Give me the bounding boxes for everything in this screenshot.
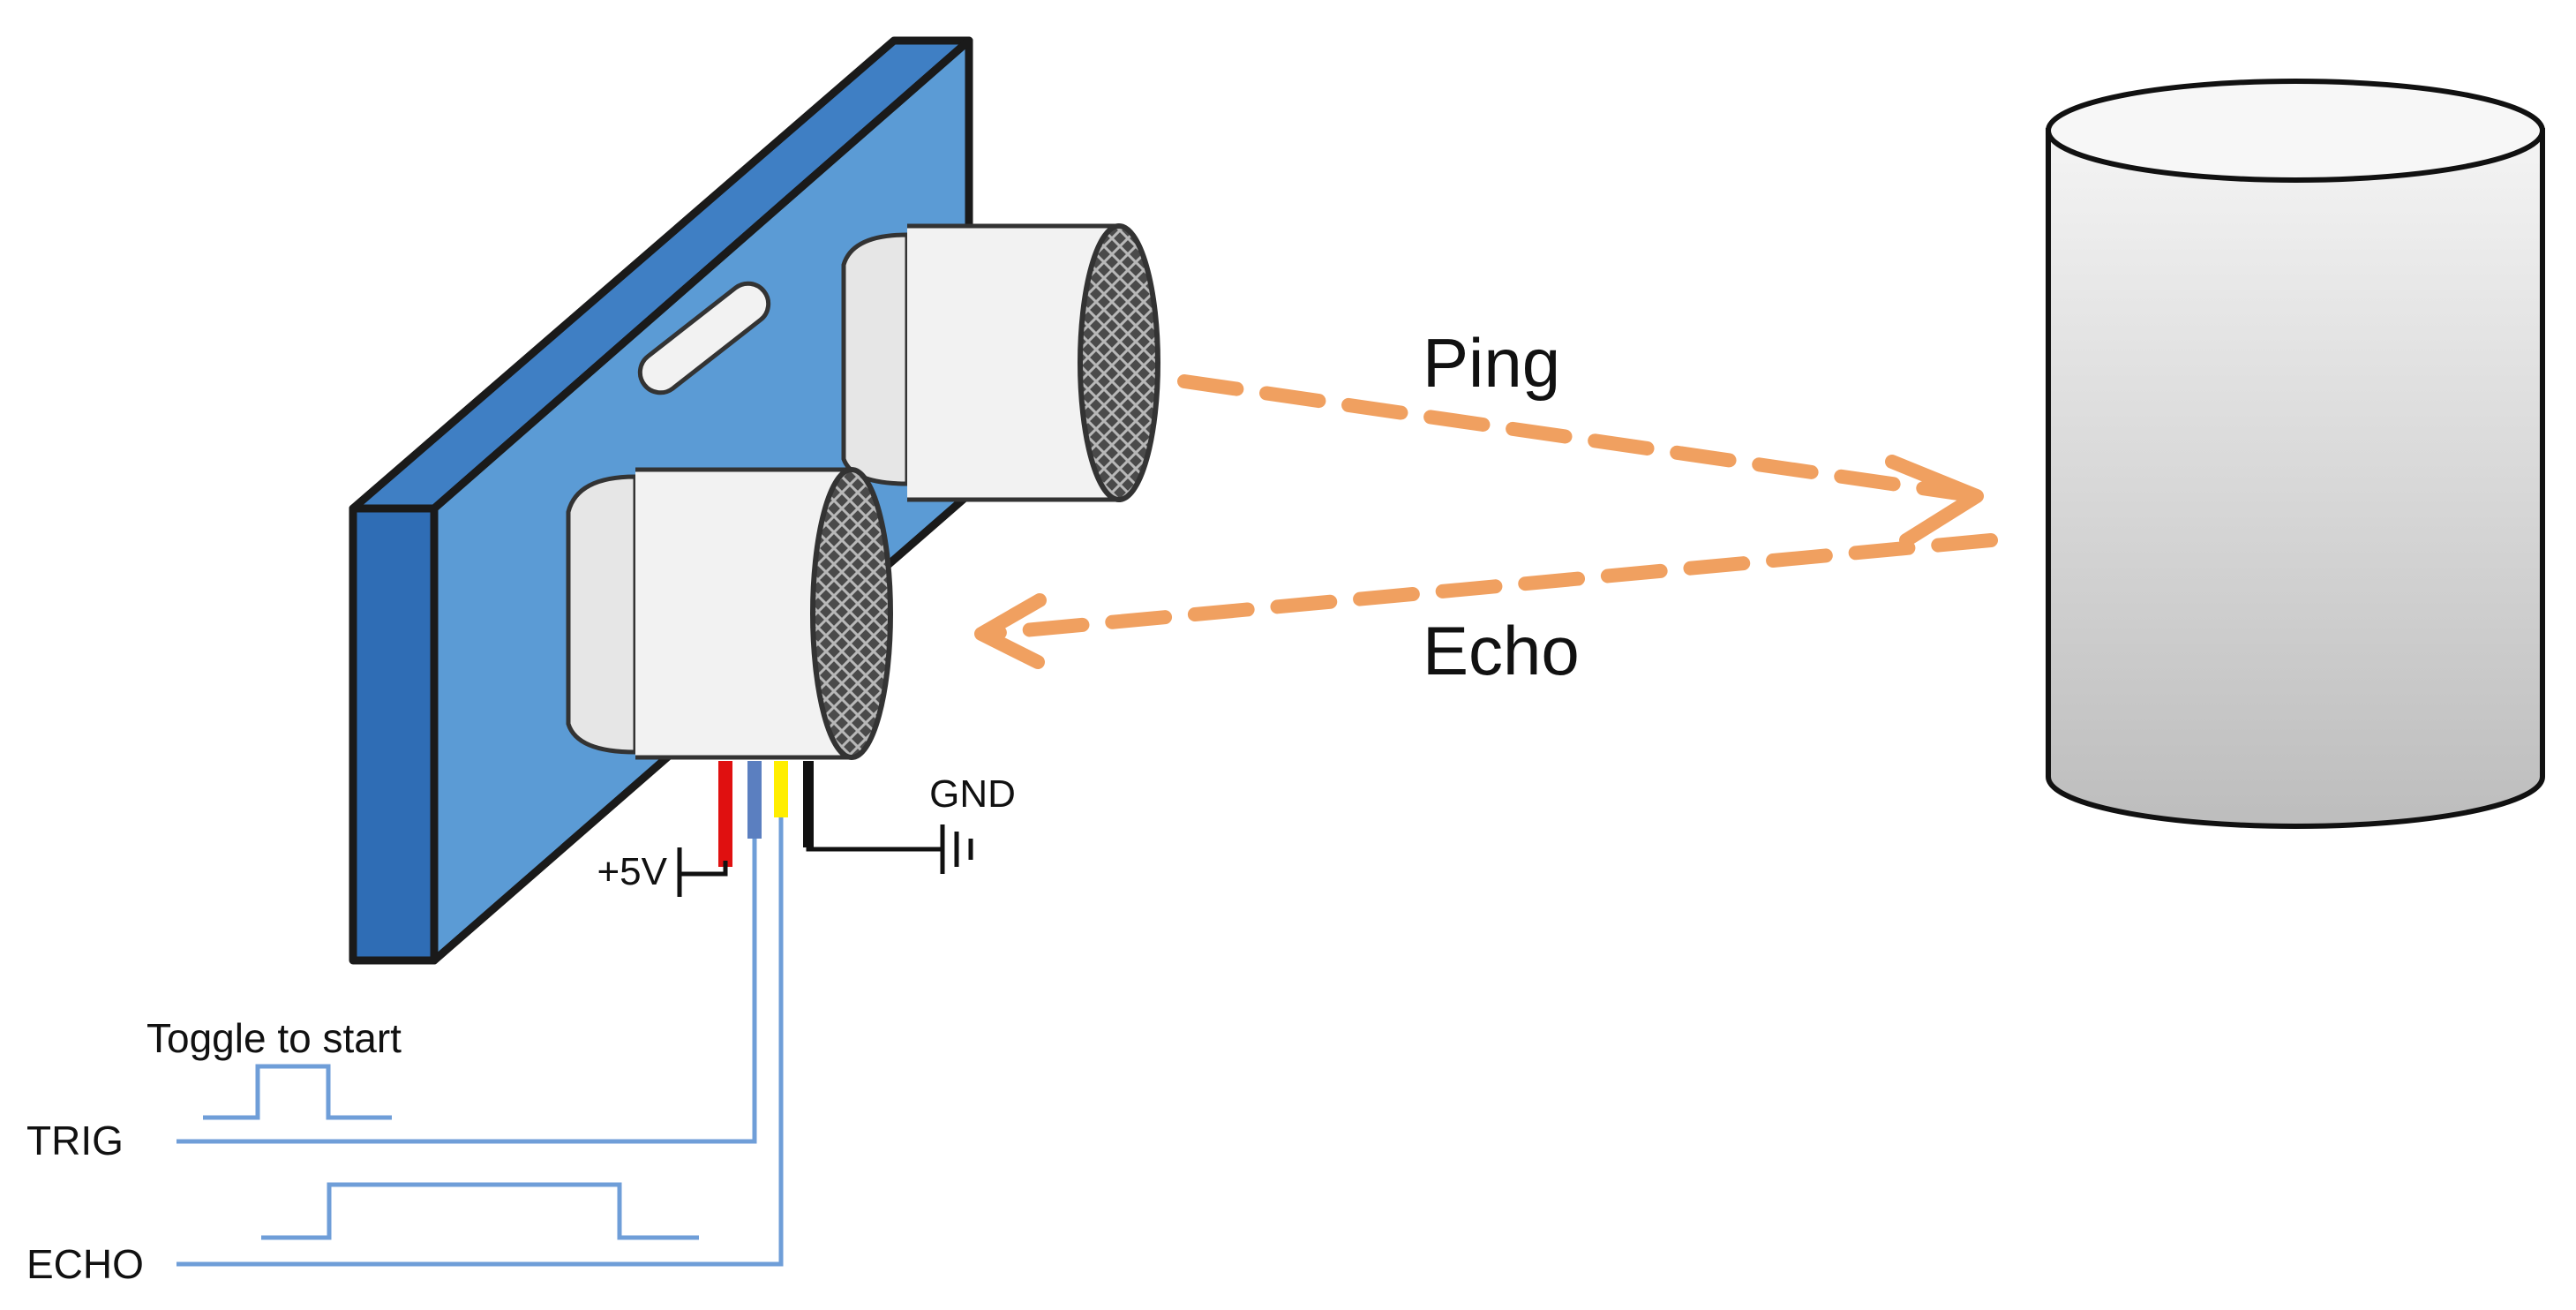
vcc-label: +5V <box>597 850 667 893</box>
vcc-supply <box>677 847 728 897</box>
transmitter-mesh <box>1078 223 1160 502</box>
transmitter-transducer <box>841 223 1160 502</box>
receiver-transducer <box>566 467 893 760</box>
receiver-mesh <box>810 467 893 760</box>
target-object <box>2046 79 2545 829</box>
toggle-to-start-label: Toggle to start <box>146 1015 402 1061</box>
trig-pulse-waveform <box>203 1064 392 1120</box>
trig-signal-line <box>176 839 757 1144</box>
echo-pin-label: ECHO <box>26 1241 144 1287</box>
ground-symbol <box>806 824 973 874</box>
trig-label: TRIG <box>26 1118 124 1163</box>
crystal-oscillator <box>637 281 771 395</box>
echo-pulse-waveform <box>261 1182 699 1240</box>
pin-wires <box>718 761 814 867</box>
gnd-label: GND <box>929 772 1016 816</box>
ping-label: Ping <box>1423 324 1560 402</box>
echo-signal-line <box>176 817 784 1267</box>
ping-arrow <box>1177 374 1984 547</box>
echo-arrow <box>974 533 1998 669</box>
echo-label: Echo <box>1423 612 1580 689</box>
board-side-face <box>349 504 439 965</box>
